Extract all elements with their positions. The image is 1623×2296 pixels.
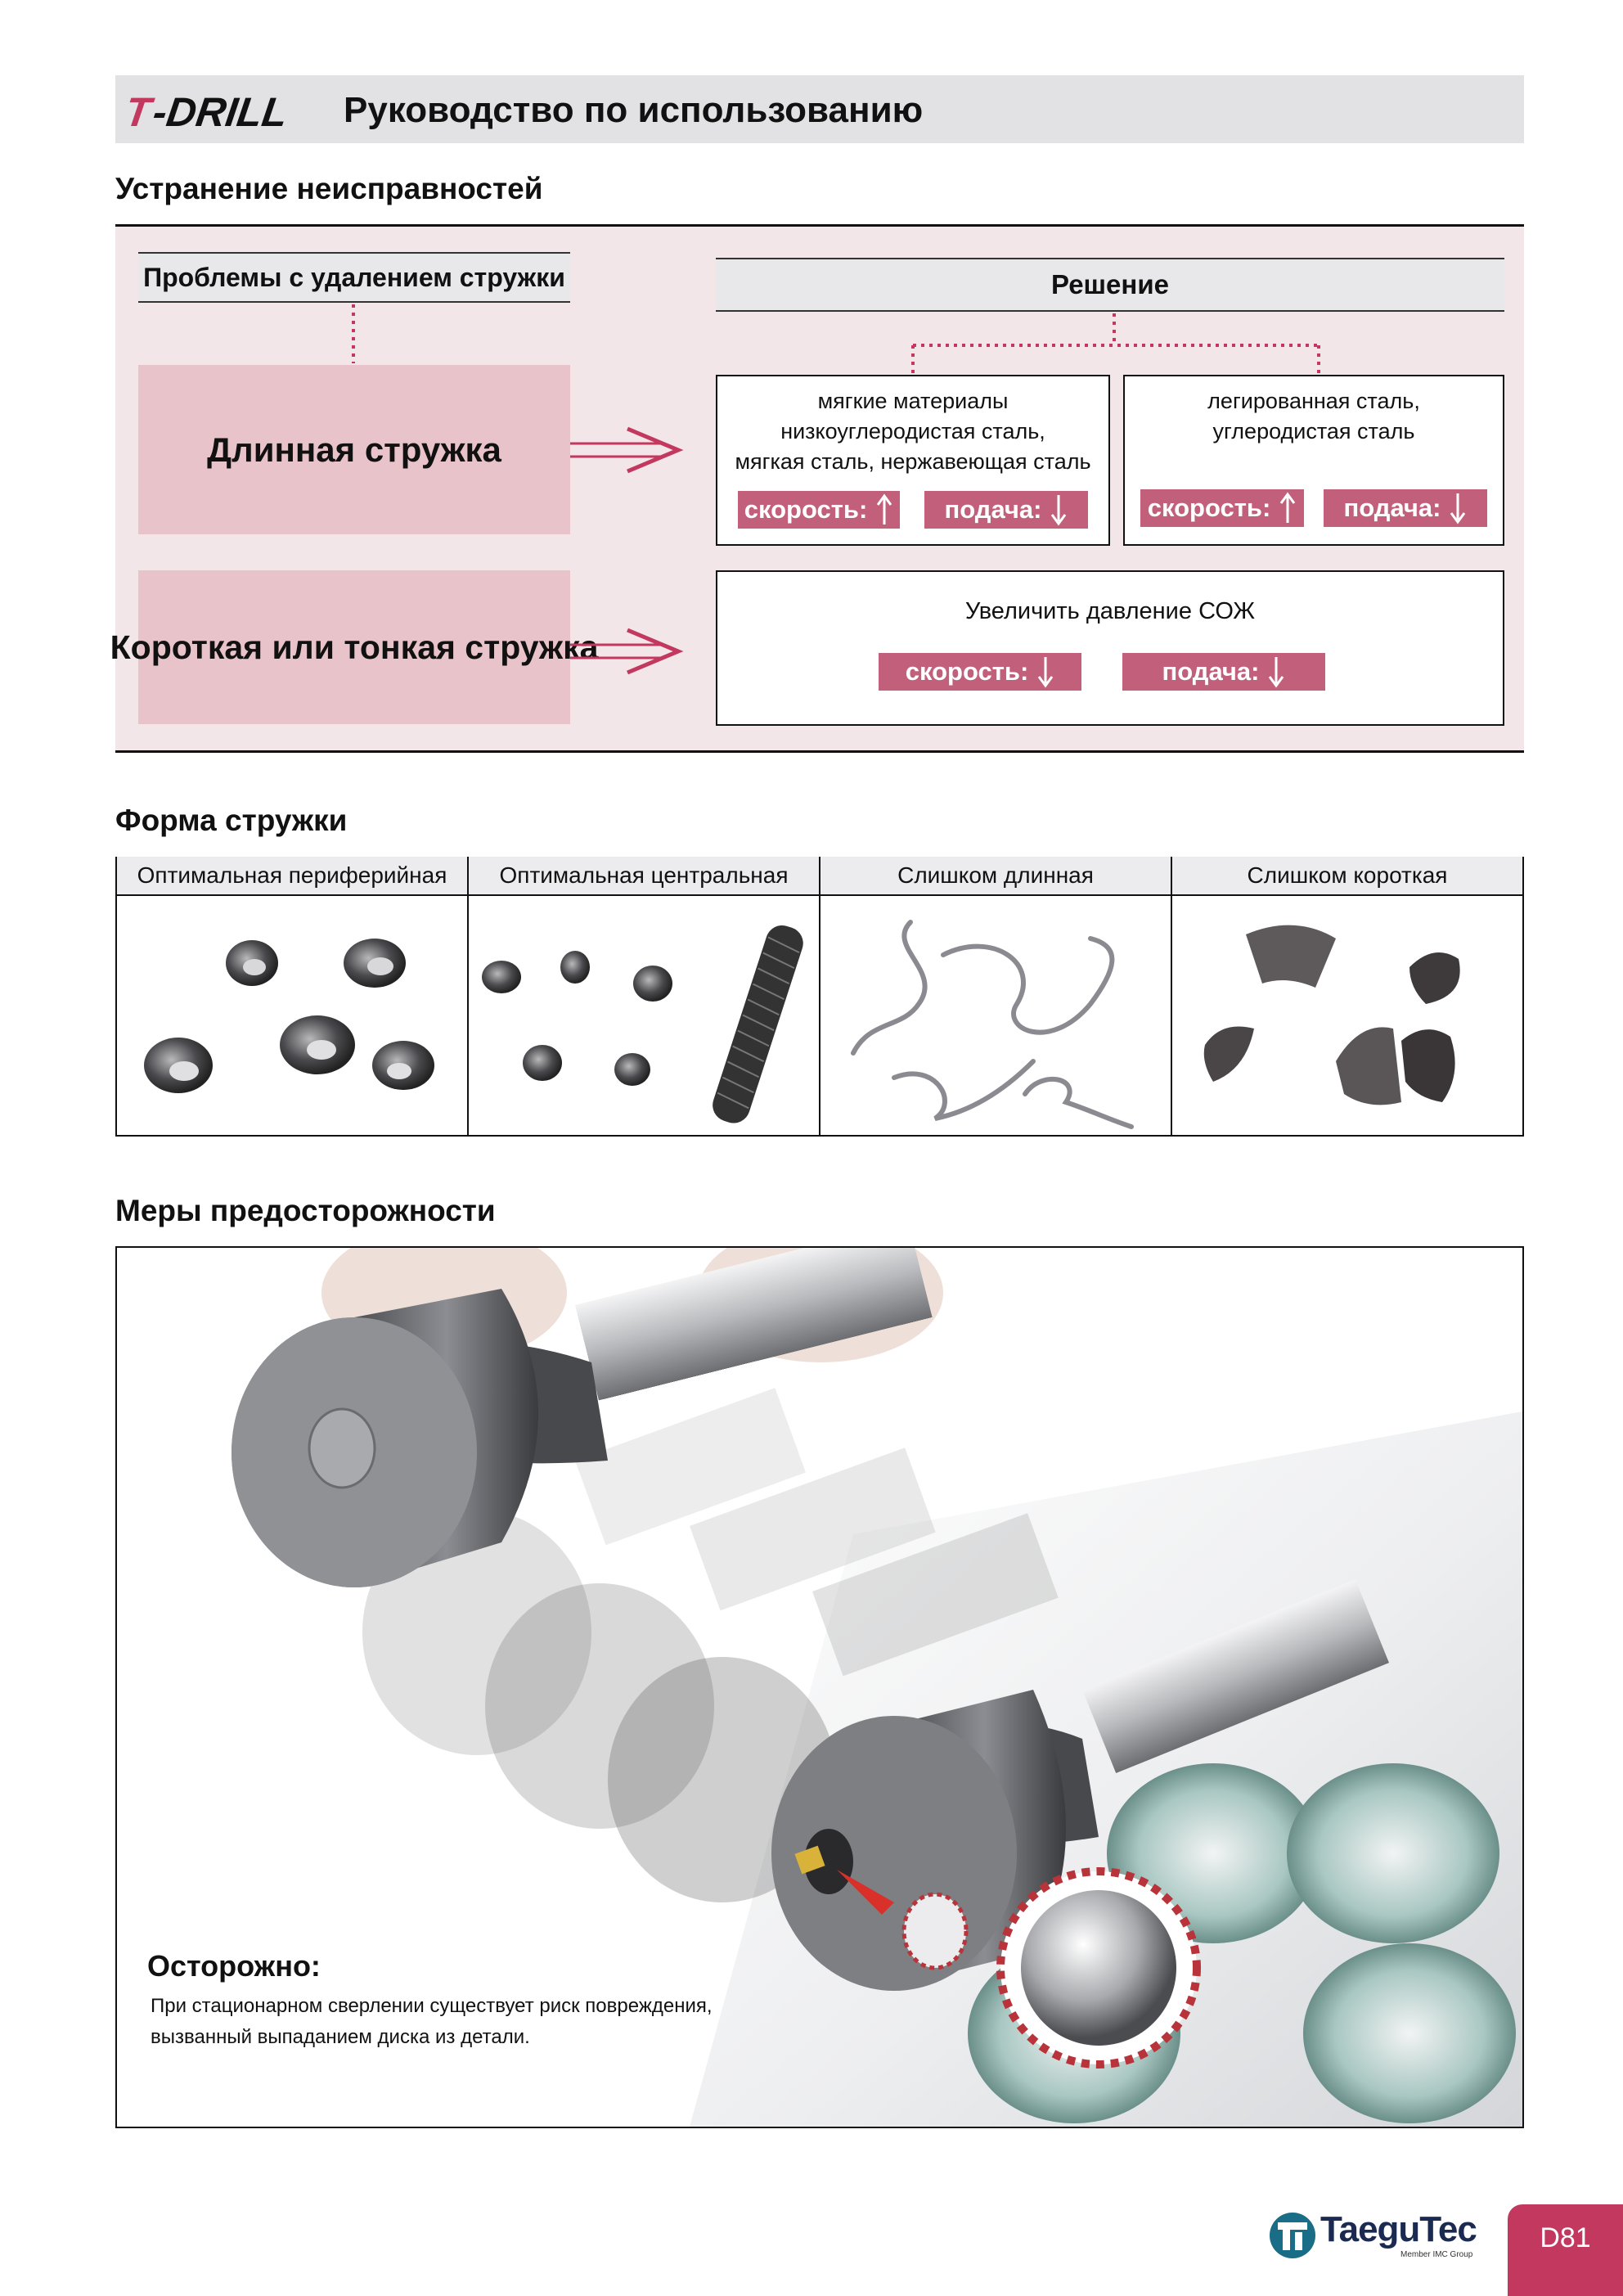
drill-disc-illustration bbox=[117, 1248, 1522, 2127]
taegutec-logo-icon bbox=[1270, 2213, 1315, 2258]
page-number: D81 bbox=[1540, 2222, 1591, 2253]
short-chip-box: Короткая или тонкая стружка bbox=[110, 570, 598, 724]
speed-up-tag: скорость: bbox=[1140, 489, 1304, 527]
svg-text:-DRILL: -DRILL bbox=[150, 89, 290, 135]
arrow-right-icon bbox=[570, 628, 684, 675]
table-divider bbox=[1171, 857, 1172, 1137]
connector-lines bbox=[352, 304, 1320, 373]
too-short-chips-image bbox=[1172, 898, 1522, 1135]
caution-title: Осторожно: bbox=[147, 1949, 321, 1983]
arrow-down-icon bbox=[1450, 493, 1466, 524]
soft-line-3: мягкая сталь, нержавеющая сталь bbox=[735, 449, 1091, 474]
chip-column-header: Оптимальная центральная bbox=[469, 857, 819, 896]
troubleshooting-title: Устранение неисправностей bbox=[115, 172, 543, 205]
t-drill-logo: T -DRILL bbox=[128, 89, 290, 135]
soft-line-2: низкоуглеродистая сталь, bbox=[780, 419, 1045, 443]
long-chip-box: Длинная стружка bbox=[138, 365, 570, 534]
table-divider bbox=[467, 857, 469, 1137]
arrow-down-icon bbox=[1038, 657, 1054, 688]
caution-text-line: При стационарном сверлении существует ри… bbox=[151, 1995, 713, 2017]
feed-down-tag: подача: bbox=[1122, 653, 1325, 691]
speed-up-tag: скорость: bbox=[738, 491, 900, 529]
brand-name: TaeguTec bbox=[1320, 2209, 1477, 2249]
solution-header: Решение bbox=[716, 258, 1504, 312]
chip-column-header: Слишком короткая bbox=[1172, 857, 1522, 896]
alloy-line-1: легированная сталь, bbox=[1207, 389, 1420, 413]
alloy-line-2: углеродистая сталь bbox=[1212, 419, 1415, 443]
feed-down-tag: подача: bbox=[1324, 489, 1487, 527]
feed-label: подача: bbox=[1343, 493, 1441, 522]
chip-column-header: Оптимальная периферийная bbox=[117, 857, 467, 896]
soft-line-1: мягкие материалы bbox=[817, 389, 1009, 413]
arrow-up-icon bbox=[1280, 492, 1296, 523]
optimal-central-chips-image bbox=[469, 898, 819, 1135]
caution-text-line: вызванный выпаданием диска из детали. bbox=[151, 2026, 530, 2048]
arrow-down-icon bbox=[1051, 495, 1067, 526]
speed-label: скорость: bbox=[744, 495, 868, 524]
brand-subtitle: Member IMC Group bbox=[1400, 2250, 1473, 2259]
speed-label: скорость: bbox=[1147, 493, 1271, 522]
coolant-text: Увеличить давление СОЖ bbox=[964, 598, 1256, 624]
header-bar bbox=[115, 75, 1524, 143]
table-divider bbox=[819, 857, 820, 1137]
optimal-peripheral-chips-image bbox=[117, 898, 467, 1135]
speed-down-tag: скорость: bbox=[879, 653, 1081, 691]
coolant-solution: Увеличить давление СОЖ bbox=[716, 570, 1504, 726]
feed-label: подача: bbox=[944, 495, 1042, 524]
feed-label: подача: bbox=[1162, 657, 1260, 686]
problems-header: Проблемы с удалением стружки bbox=[138, 252, 570, 303]
soft-materials-solution: мягкие материалы низкоуглеродистая сталь… bbox=[716, 375, 1110, 546]
feed-down-tag: подача: bbox=[924, 491, 1088, 529]
page-number-tab: D81 bbox=[1508, 2204, 1623, 2296]
arrow-down-icon bbox=[1269, 657, 1284, 688]
precautions-illustration-frame bbox=[115, 1246, 1524, 2128]
arrow-right-icon bbox=[570, 426, 684, 474]
speed-label: скорость: bbox=[905, 657, 1029, 686]
precautions-title: Меры предосторожности bbox=[115, 1194, 496, 1227]
page-title: Руководство по использованию bbox=[344, 90, 924, 130]
too-long-chips-image bbox=[820, 898, 1171, 1135]
chip-column-header: Слишком длинная bbox=[820, 857, 1171, 896]
arrow-up-icon bbox=[877, 493, 892, 524]
chip-shape-title: Форма стружки bbox=[115, 804, 348, 837]
